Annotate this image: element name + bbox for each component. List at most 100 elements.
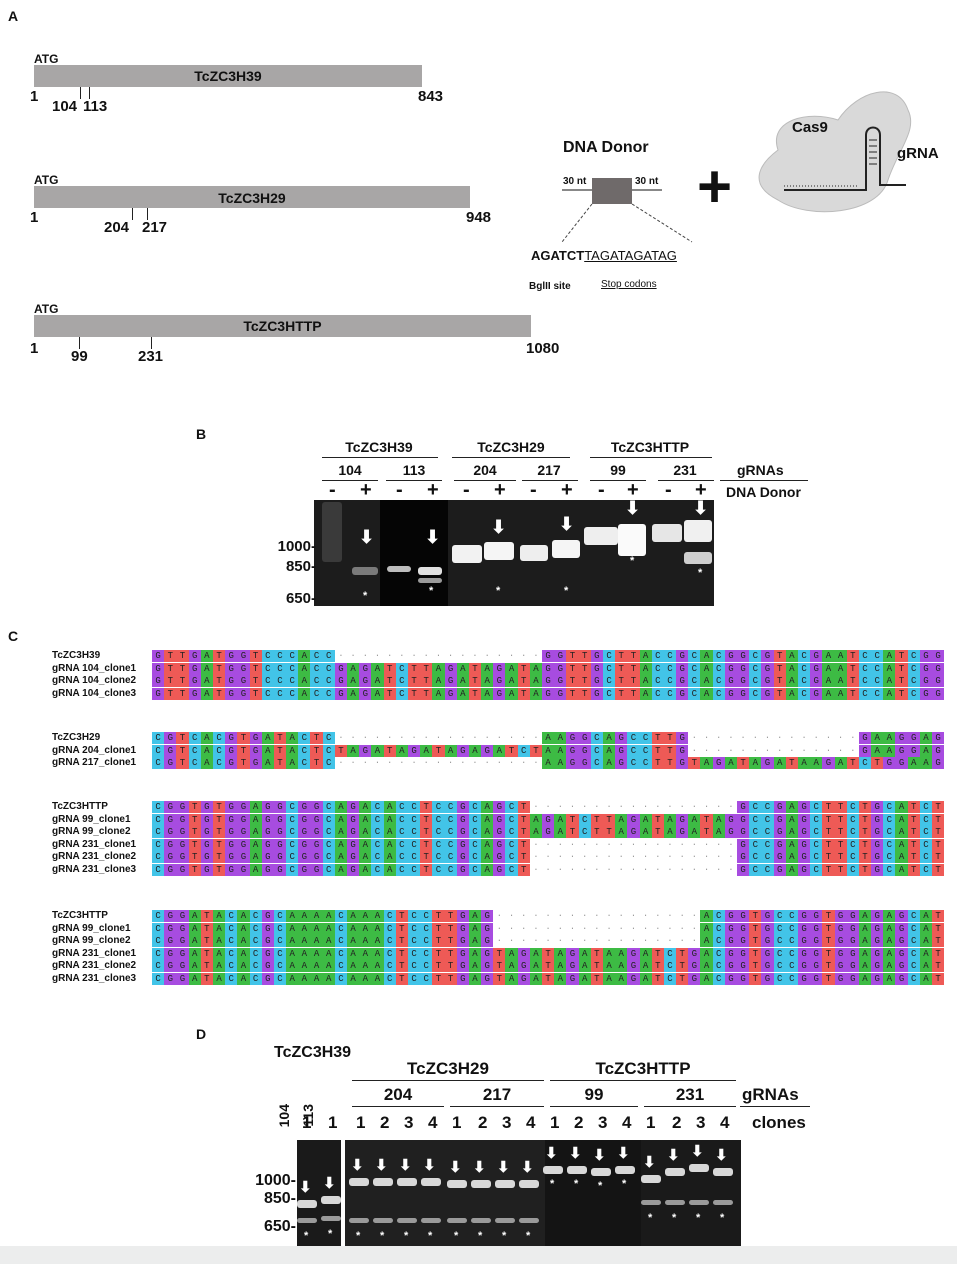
nucleotide: G xyxy=(895,960,908,972)
nucleotide: G xyxy=(676,732,689,744)
nucleotide: · xyxy=(606,911,612,921)
nucleotide: G xyxy=(761,922,774,935)
nucleotide: T xyxy=(749,910,762,922)
nucleotide: A xyxy=(773,757,786,769)
nucleotide: A xyxy=(188,960,201,972)
nucleotide: G xyxy=(493,863,506,876)
nucleotide: T xyxy=(932,826,945,838)
nucleotide: A xyxy=(347,960,360,972)
nucleotide: · xyxy=(618,802,624,812)
d-gel-3 xyxy=(545,1140,641,1248)
nucleotide: · xyxy=(411,733,417,743)
nucleotide: A xyxy=(919,935,932,947)
nucleotide: C xyxy=(712,650,725,662)
nucleotide: G xyxy=(493,687,506,700)
nucleotide: C xyxy=(261,650,274,662)
nucleotide: A xyxy=(212,922,226,935)
nucleotide: C xyxy=(639,732,652,744)
nucleotide: A xyxy=(237,947,250,960)
nucleotide: G xyxy=(176,910,189,922)
nucleotide: A xyxy=(858,972,872,985)
nucleotide: C xyxy=(444,863,457,876)
nucleotide: A xyxy=(578,960,591,972)
nucleotide: T xyxy=(249,650,262,662)
nucleotide: · xyxy=(423,651,429,661)
nucleotide: C xyxy=(468,813,482,826)
nucleotide: A xyxy=(919,732,932,744)
nucleotide: T xyxy=(383,687,396,700)
nucleotide: A xyxy=(212,910,226,922)
nucleotide: C xyxy=(407,813,421,826)
gel-band xyxy=(641,1175,661,1183)
nucleotide: C xyxy=(797,675,811,687)
nucleotide: T xyxy=(517,675,530,687)
nucleotide: A xyxy=(919,922,932,935)
arrow-icon: ⬇ xyxy=(351,1157,364,1174)
nucleotide: G xyxy=(176,947,189,960)
nucleotide: C xyxy=(286,662,299,675)
nucleotide: A xyxy=(347,972,360,985)
gel-band xyxy=(495,1180,515,1188)
nucleotide: · xyxy=(338,758,344,768)
star-icon: * xyxy=(356,1230,361,1242)
nucleotide: · xyxy=(533,936,539,946)
nucleotide: G xyxy=(797,935,811,947)
arrow-icon: ⬇ xyxy=(375,1157,388,1174)
nucleotide: G xyxy=(676,650,689,662)
b-minus-4: - xyxy=(530,479,537,501)
nucleotide: G xyxy=(261,813,274,826)
nucleotide: A xyxy=(542,732,555,744)
star-icon: * xyxy=(380,1230,385,1242)
nucleotide: A xyxy=(639,650,652,662)
nucleotide: C xyxy=(273,675,287,687)
nucleotide: C xyxy=(907,675,920,687)
nucleotide: G xyxy=(810,675,823,687)
nucleotide: · xyxy=(618,852,624,862)
nucleotide: C xyxy=(273,947,287,960)
gene1-atg: ATG xyxy=(34,52,59,66)
b-plus-3: + xyxy=(494,479,506,501)
nucleotide: · xyxy=(533,733,539,743)
nucleotide: T xyxy=(822,910,835,922)
nucleotide: T xyxy=(578,662,591,675)
nucleotide: A xyxy=(347,910,360,922)
nucleotide: G xyxy=(164,757,177,769)
nucleotide: G xyxy=(444,662,457,675)
nucleotide: C xyxy=(383,947,396,960)
nucleotide: A xyxy=(444,744,457,757)
b-arrow-icon: ⬇ xyxy=(359,527,375,547)
plus-sign: + xyxy=(697,153,733,220)
nucleotide: C xyxy=(712,910,725,922)
nucleotide: A xyxy=(188,935,201,947)
nucleotide: G xyxy=(932,675,945,687)
nucleotide: A xyxy=(554,757,567,769)
nucleotide: C xyxy=(749,826,762,838)
nucleotide: A xyxy=(298,960,311,972)
nucleotide: A xyxy=(700,935,713,947)
alignment-row-name: TcZC3H39 xyxy=(52,650,101,661)
star-icon: * xyxy=(672,1212,677,1224)
nucleotide: A xyxy=(883,935,896,947)
nucleotide: · xyxy=(423,758,429,768)
nucleotide: G xyxy=(225,757,238,769)
nucleotide: G xyxy=(810,650,823,662)
nucleotide: G xyxy=(688,960,701,972)
nucleotide: G xyxy=(310,813,323,826)
nucleotide: T xyxy=(895,662,908,675)
star-icon: * xyxy=(648,1212,653,1224)
nucleotide: G xyxy=(871,801,884,813)
star-icon: * xyxy=(574,1178,579,1190)
nucleotide: G xyxy=(895,744,908,757)
nucleotide: C xyxy=(907,935,920,947)
nucleotide: · xyxy=(508,651,515,661)
gel-band xyxy=(471,1180,491,1188)
gel-band xyxy=(397,1178,417,1186)
nucleotide: C xyxy=(785,935,798,947)
nucleotide: T xyxy=(651,744,664,757)
nucleotide: C xyxy=(749,863,762,876)
nucleotide: C xyxy=(444,813,457,826)
nucleotide: · xyxy=(655,802,661,812)
nucleotide: G xyxy=(176,813,189,826)
nucleotide: C xyxy=(773,947,786,960)
b-band xyxy=(484,542,514,560)
